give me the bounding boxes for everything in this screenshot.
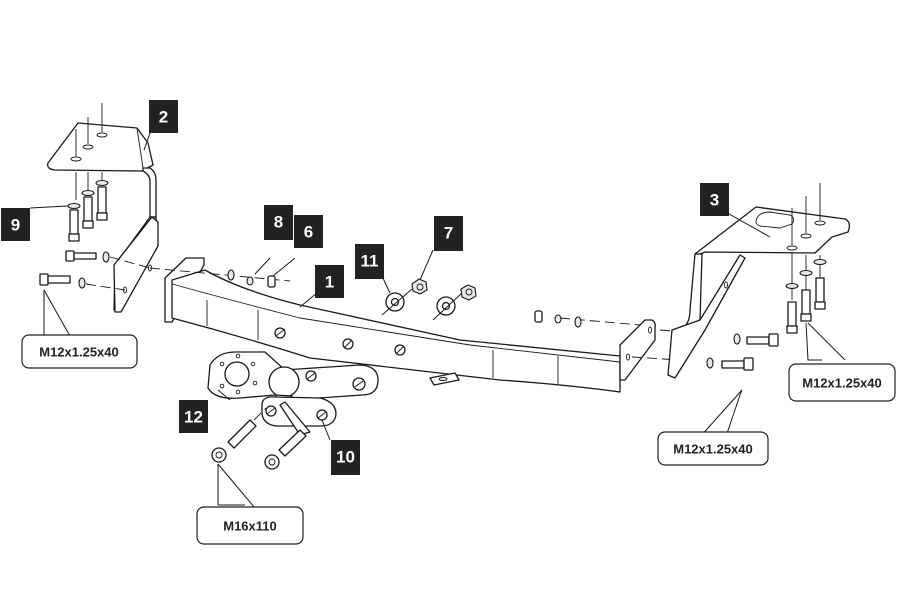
bolt — [706, 357, 754, 371]
left-bracket — [39, 103, 159, 313]
main-crossbar — [149, 257, 701, 393]
bolt — [81, 189, 95, 229]
part-label-7: 7 — [434, 216, 463, 251]
right-fasteners — [534, 310, 582, 328]
part-label-2: 2 — [149, 100, 178, 133]
svg-text:1: 1 — [325, 273, 334, 292]
callout-right-side-bolts: M12x1.25x40 — [657, 431, 769, 466]
svg-text:9: 9 — [11, 216, 20, 235]
callout-right-top-bolts: M12x1.25x40 — [788, 363, 896, 402]
callout-text: M12x1.25x40 — [673, 442, 753, 457]
washer-nut-set — [381, 278, 477, 321]
tow-ball-assembly — [207, 351, 379, 470]
part-label-6: 6 — [294, 215, 323, 248]
callout-ball-bolts: M16x110 — [196, 506, 304, 545]
callout-text: M12x1.25x40 — [39, 345, 119, 360]
callout-left-bolts: M12x1.25x40 — [21, 334, 138, 369]
bolt — [799, 269, 813, 322]
svg-text:2: 2 — [159, 108, 168, 127]
bolt — [785, 282, 799, 334]
bolt — [211, 407, 267, 463]
part-label-9: 9 — [1, 208, 30, 241]
svg-text:7: 7 — [444, 224, 453, 243]
bolt — [95, 179, 109, 221]
left-fasteners — [227, 269, 276, 288]
part-label-1: 1 — [315, 265, 344, 298]
svg-text:12: 12 — [184, 408, 203, 427]
part-label-8: 8 — [264, 205, 293, 240]
callout-text: M16x110 — [223, 519, 277, 534]
svg-text:11: 11 — [361, 252, 379, 271]
part-label-11: 10 — [331, 440, 360, 475]
svg-text:6: 6 — [304, 223, 313, 242]
svg-text:10: 10 — [336, 448, 355, 467]
callout-text: M12x1.25x40 — [802, 376, 882, 391]
leader-lines — [29, 132, 846, 509]
svg-text:8: 8 — [274, 213, 283, 232]
svg-text:3: 3 — [710, 191, 719, 210]
right-bracket — [667, 183, 851, 379]
bolt — [733, 333, 779, 347]
bolt — [67, 202, 81, 242]
part-label-10: 11 — [355, 244, 384, 279]
bolt — [264, 429, 307, 470]
bolt — [65, 250, 151, 269]
part-label-12: 12 — [179, 400, 208, 433]
bolt — [39, 273, 126, 291]
part-label-3: 3 — [700, 183, 729, 216]
bolt — [813, 258, 827, 310]
